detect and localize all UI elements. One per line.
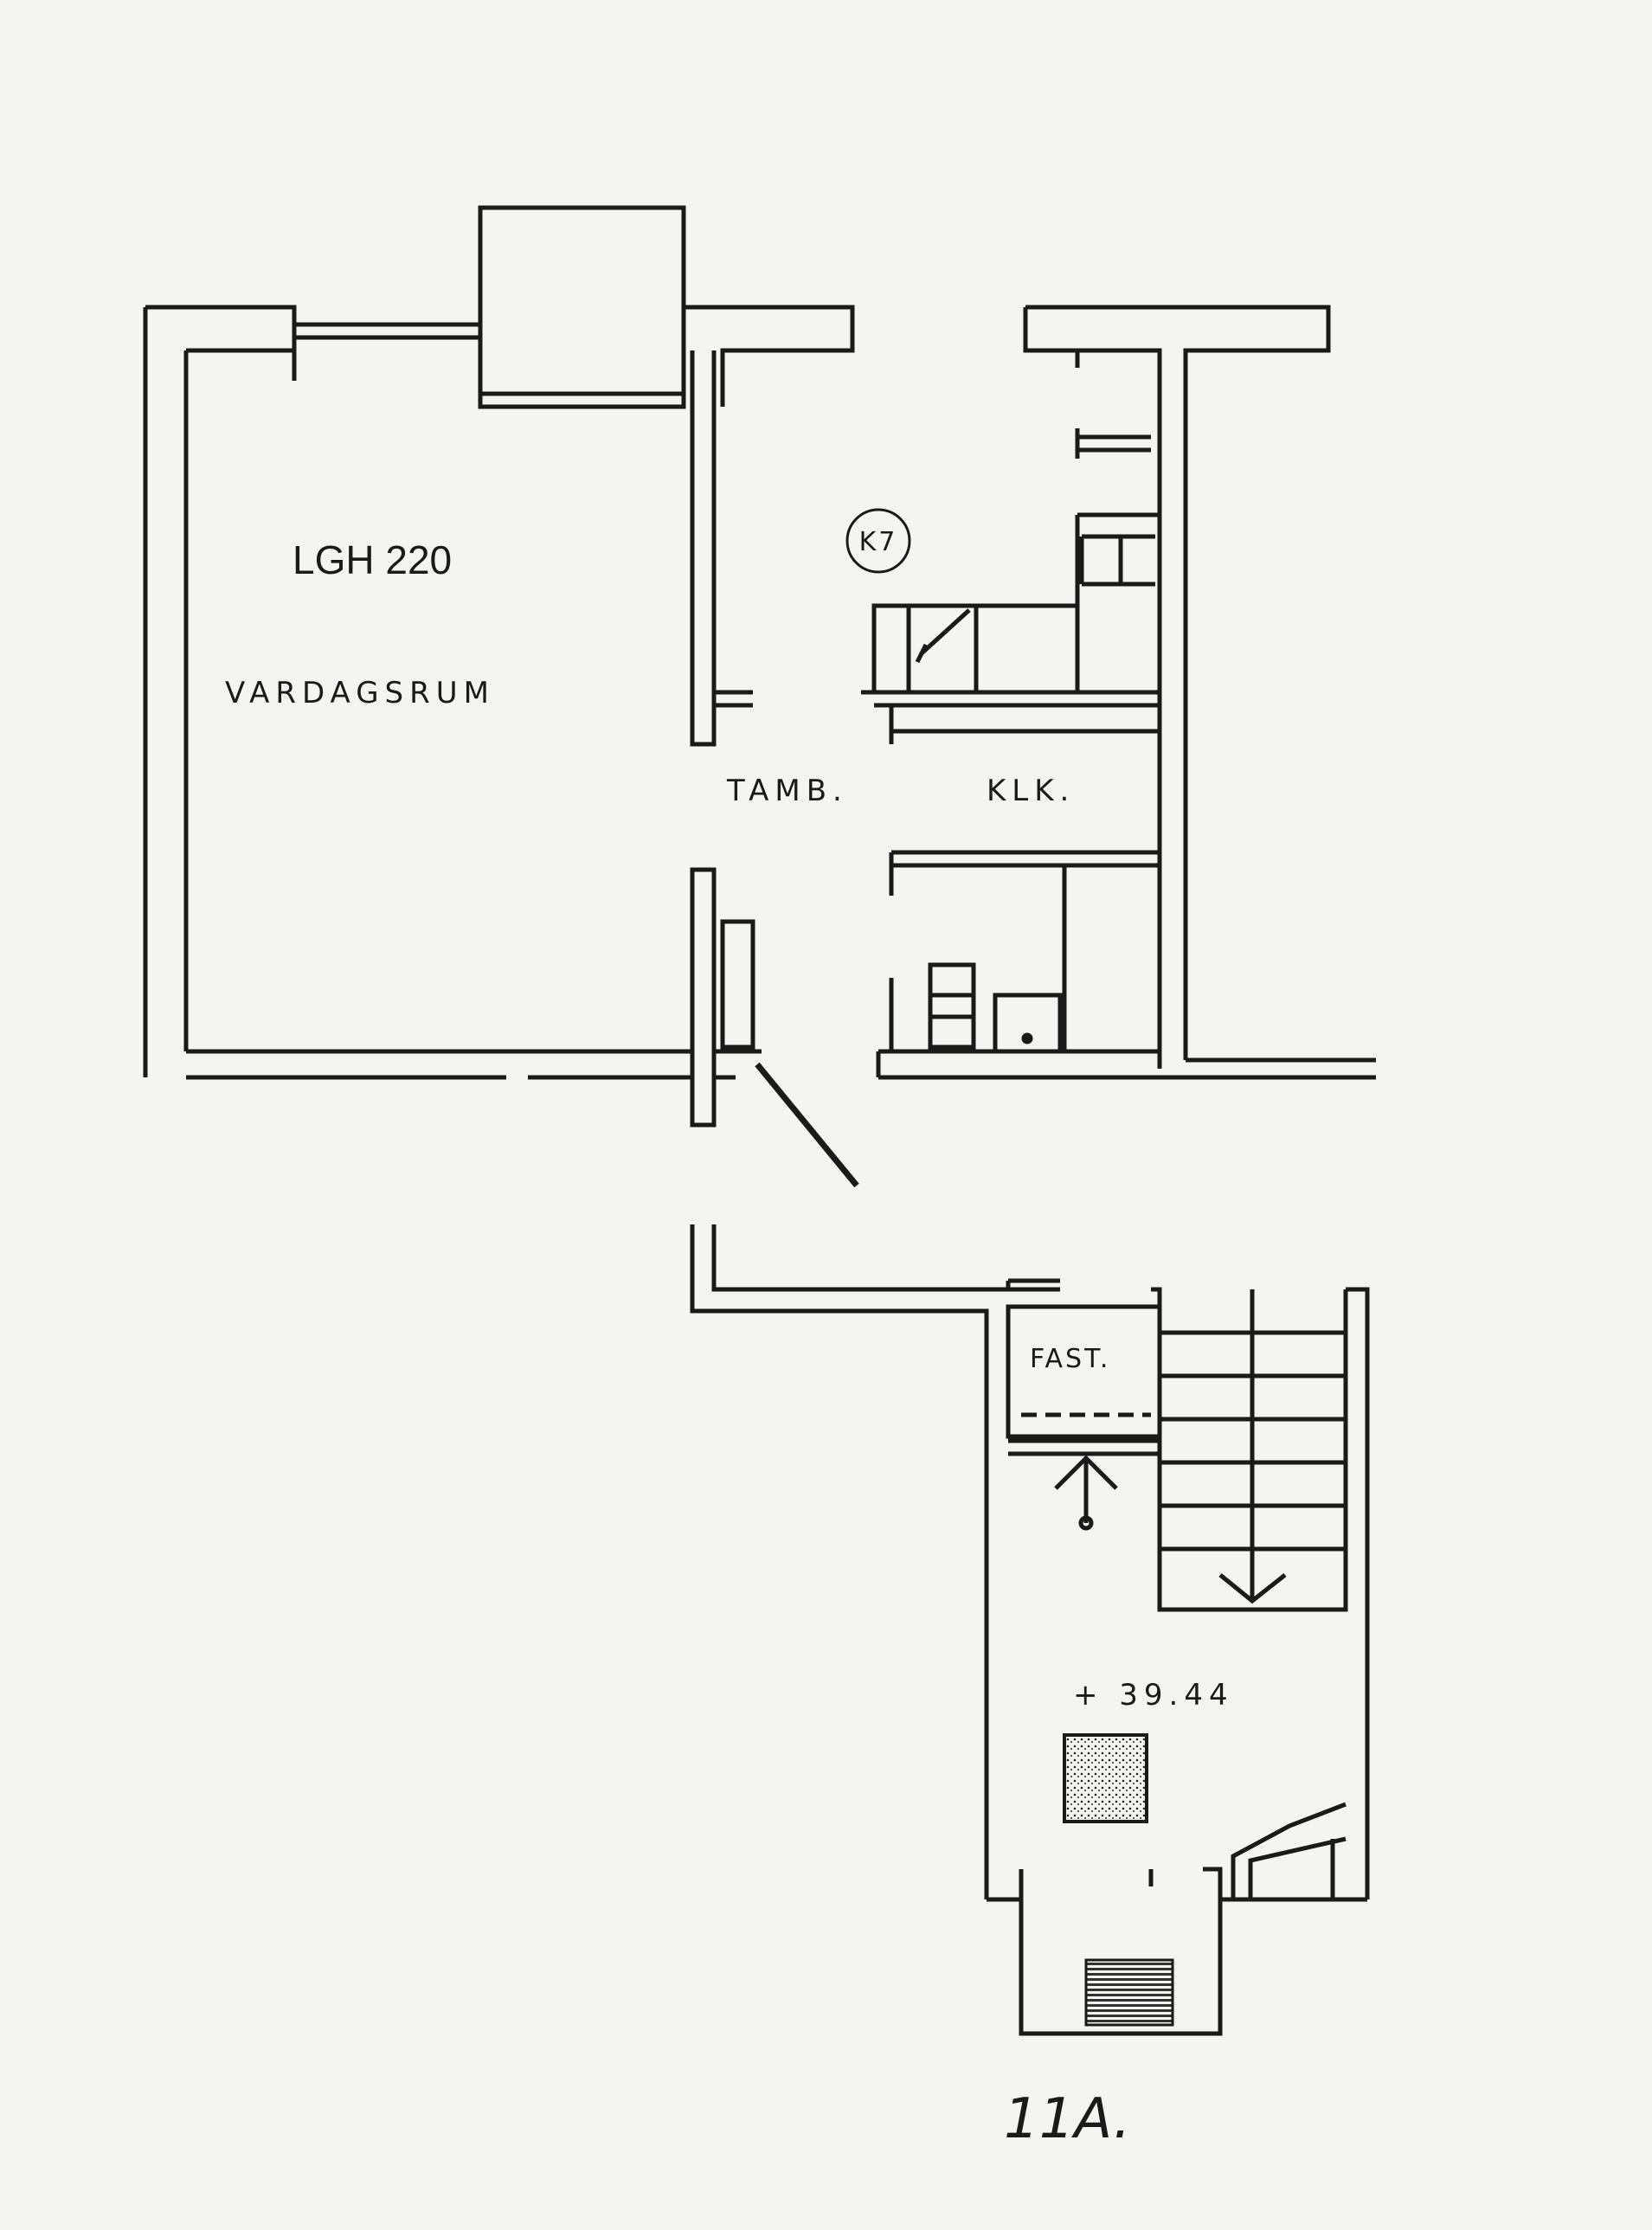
hall-label: TAMB. <box>726 774 848 808</box>
shaft-symbol <box>1063 1733 1148 1823</box>
room-tag: K7 <box>845 508 911 574</box>
kitchen-walls <box>861 305 1376 1080</box>
lower-floor-walls <box>690 1224 1370 2036</box>
elevation-label: + 39.44 <box>1073 1678 1234 1713</box>
sheet-mark: 11A. <box>1004 2087 1131 2151</box>
living-room-label: VARDAGSRUM <box>225 676 495 710</box>
kitchen-label: KLK. <box>987 774 1075 808</box>
exterior-walls <box>143 205 859 1188</box>
fixed-storage-label: FAST. <box>1030 1344 1110 1374</box>
room-tag-label: K7 <box>859 527 898 557</box>
apartment-label: LGH 220 <box>292 537 452 582</box>
doormat-symbol <box>1084 1958 1174 2027</box>
